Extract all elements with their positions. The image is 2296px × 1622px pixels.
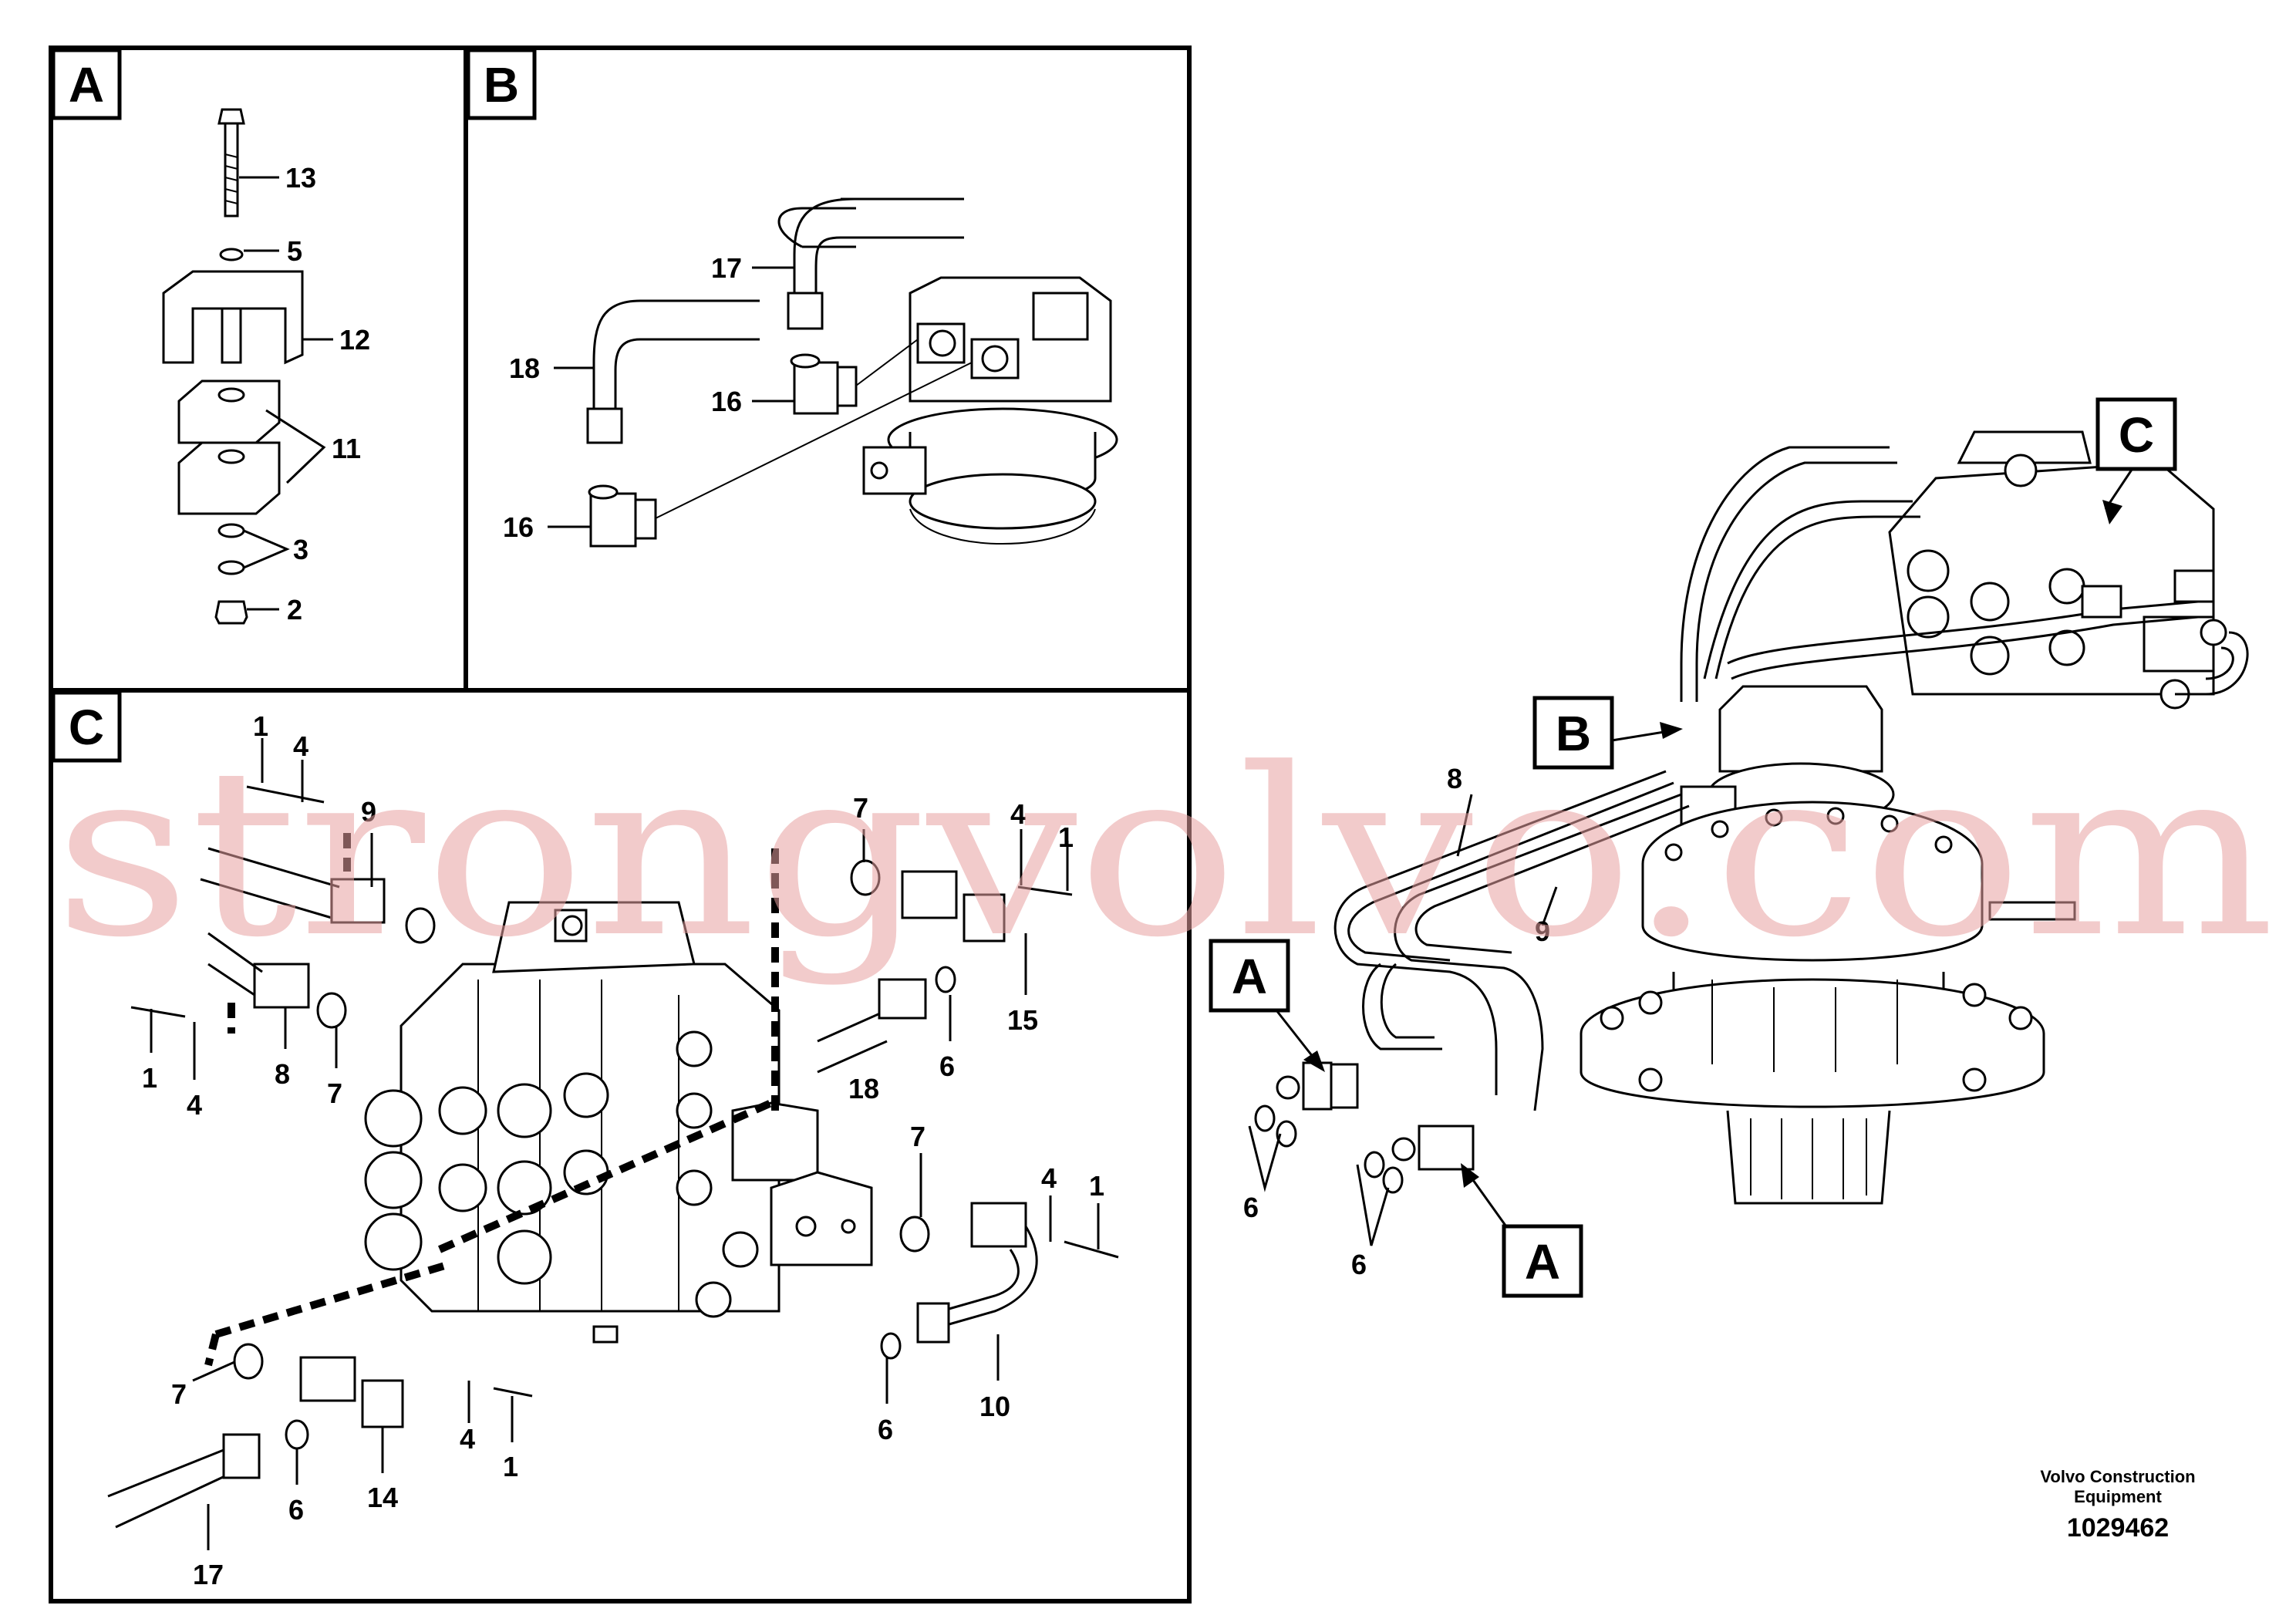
main-assembly-drawing: [1248, 430, 2249, 1246]
callout-13: 13: [285, 162, 316, 194]
callout-17: 17: [711, 252, 742, 284]
callout-15: 15: [1007, 1004, 1038, 1036]
ref-c-box: C: [2095, 397, 2177, 471]
company-name: Volvo Construction: [2040, 1467, 2195, 1486]
callout-7: 7: [853, 792, 868, 824]
panel-b-label: B: [466, 48, 537, 120]
callout-12: 12: [339, 324, 370, 356]
callout-18: 18: [848, 1073, 879, 1104]
callout-3: 3: [293, 534, 308, 565]
callout-11: 11: [332, 433, 361, 464]
panel-b-drawing: [548, 197, 1118, 548]
ref-a-bottom-box: A: [1502, 1224, 1583, 1298]
callout-16: 16: [711, 386, 742, 417]
callout-1: 1: [1089, 1170, 1104, 1202]
callout-1: 1: [503, 1451, 518, 1482]
detail-frames: [49, 46, 1192, 1603]
callout-17: 17: [193, 1559, 224, 1590]
callout-5: 5: [287, 235, 302, 267]
callout-8: 8: [275, 1058, 290, 1090]
svg-text:A: A: [1232, 949, 1267, 1004]
callout-6: 6: [288, 1494, 304, 1526]
callout-6: 6: [1243, 1192, 1259, 1223]
callout-8: 8: [1447, 763, 1462, 794]
svg-text:C: C: [69, 700, 104, 755]
svg-text:C: C: [2119, 407, 2154, 463]
callout-1: 1: [1058, 821, 1074, 853]
svg-text:B: B: [1556, 706, 1591, 761]
ref-a-top-box: A: [1209, 939, 1290, 1013]
callout-4: 4: [293, 730, 308, 762]
svg-text:B: B: [484, 57, 519, 113]
callout-4: 4: [187, 1089, 202, 1121]
svg-text:A: A: [1525, 1234, 1560, 1290]
callout-6: 6: [1351, 1249, 1367, 1280]
panel-c-label: C: [51, 690, 122, 763]
watermark-text: strongvolvo.com: [54, 719, 2275, 988]
callout-4: 4: [1041, 1162, 1057, 1194]
callout-9: 9: [361, 796, 376, 828]
callout-4: 4: [1010, 798, 1026, 830]
panel-a-drawing: [162, 108, 333, 625]
callout-7: 7: [910, 1121, 925, 1152]
company-name-line2: Equipment: [2074, 1487, 2162, 1506]
callout-16: 16: [503, 511, 534, 543]
callout-1: 1: [253, 710, 268, 742]
ref-b-box: B: [1532, 696, 1614, 770]
callout-18: 18: [509, 352, 540, 384]
callout-14: 14: [367, 1482, 398, 1513]
callout-10: 10: [979, 1391, 1010, 1422]
callout-2: 2: [287, 594, 302, 626]
callout-7: 7: [327, 1077, 342, 1109]
callout-4: 4: [460, 1423, 475, 1455]
svg-text:A: A: [69, 57, 104, 113]
panel-a-label: A: [51, 48, 122, 120]
callout-1: 1: [142, 1062, 157, 1094]
callout-7: 7: [171, 1378, 187, 1410]
callout-9: 9: [1535, 916, 1550, 947]
drawing-number: 1029462: [2067, 1513, 2169, 1543]
callout-6: 6: [878, 1414, 893, 1445]
panel-c-drawing: [107, 738, 1119, 1550]
callout-6: 6: [939, 1050, 955, 1082]
